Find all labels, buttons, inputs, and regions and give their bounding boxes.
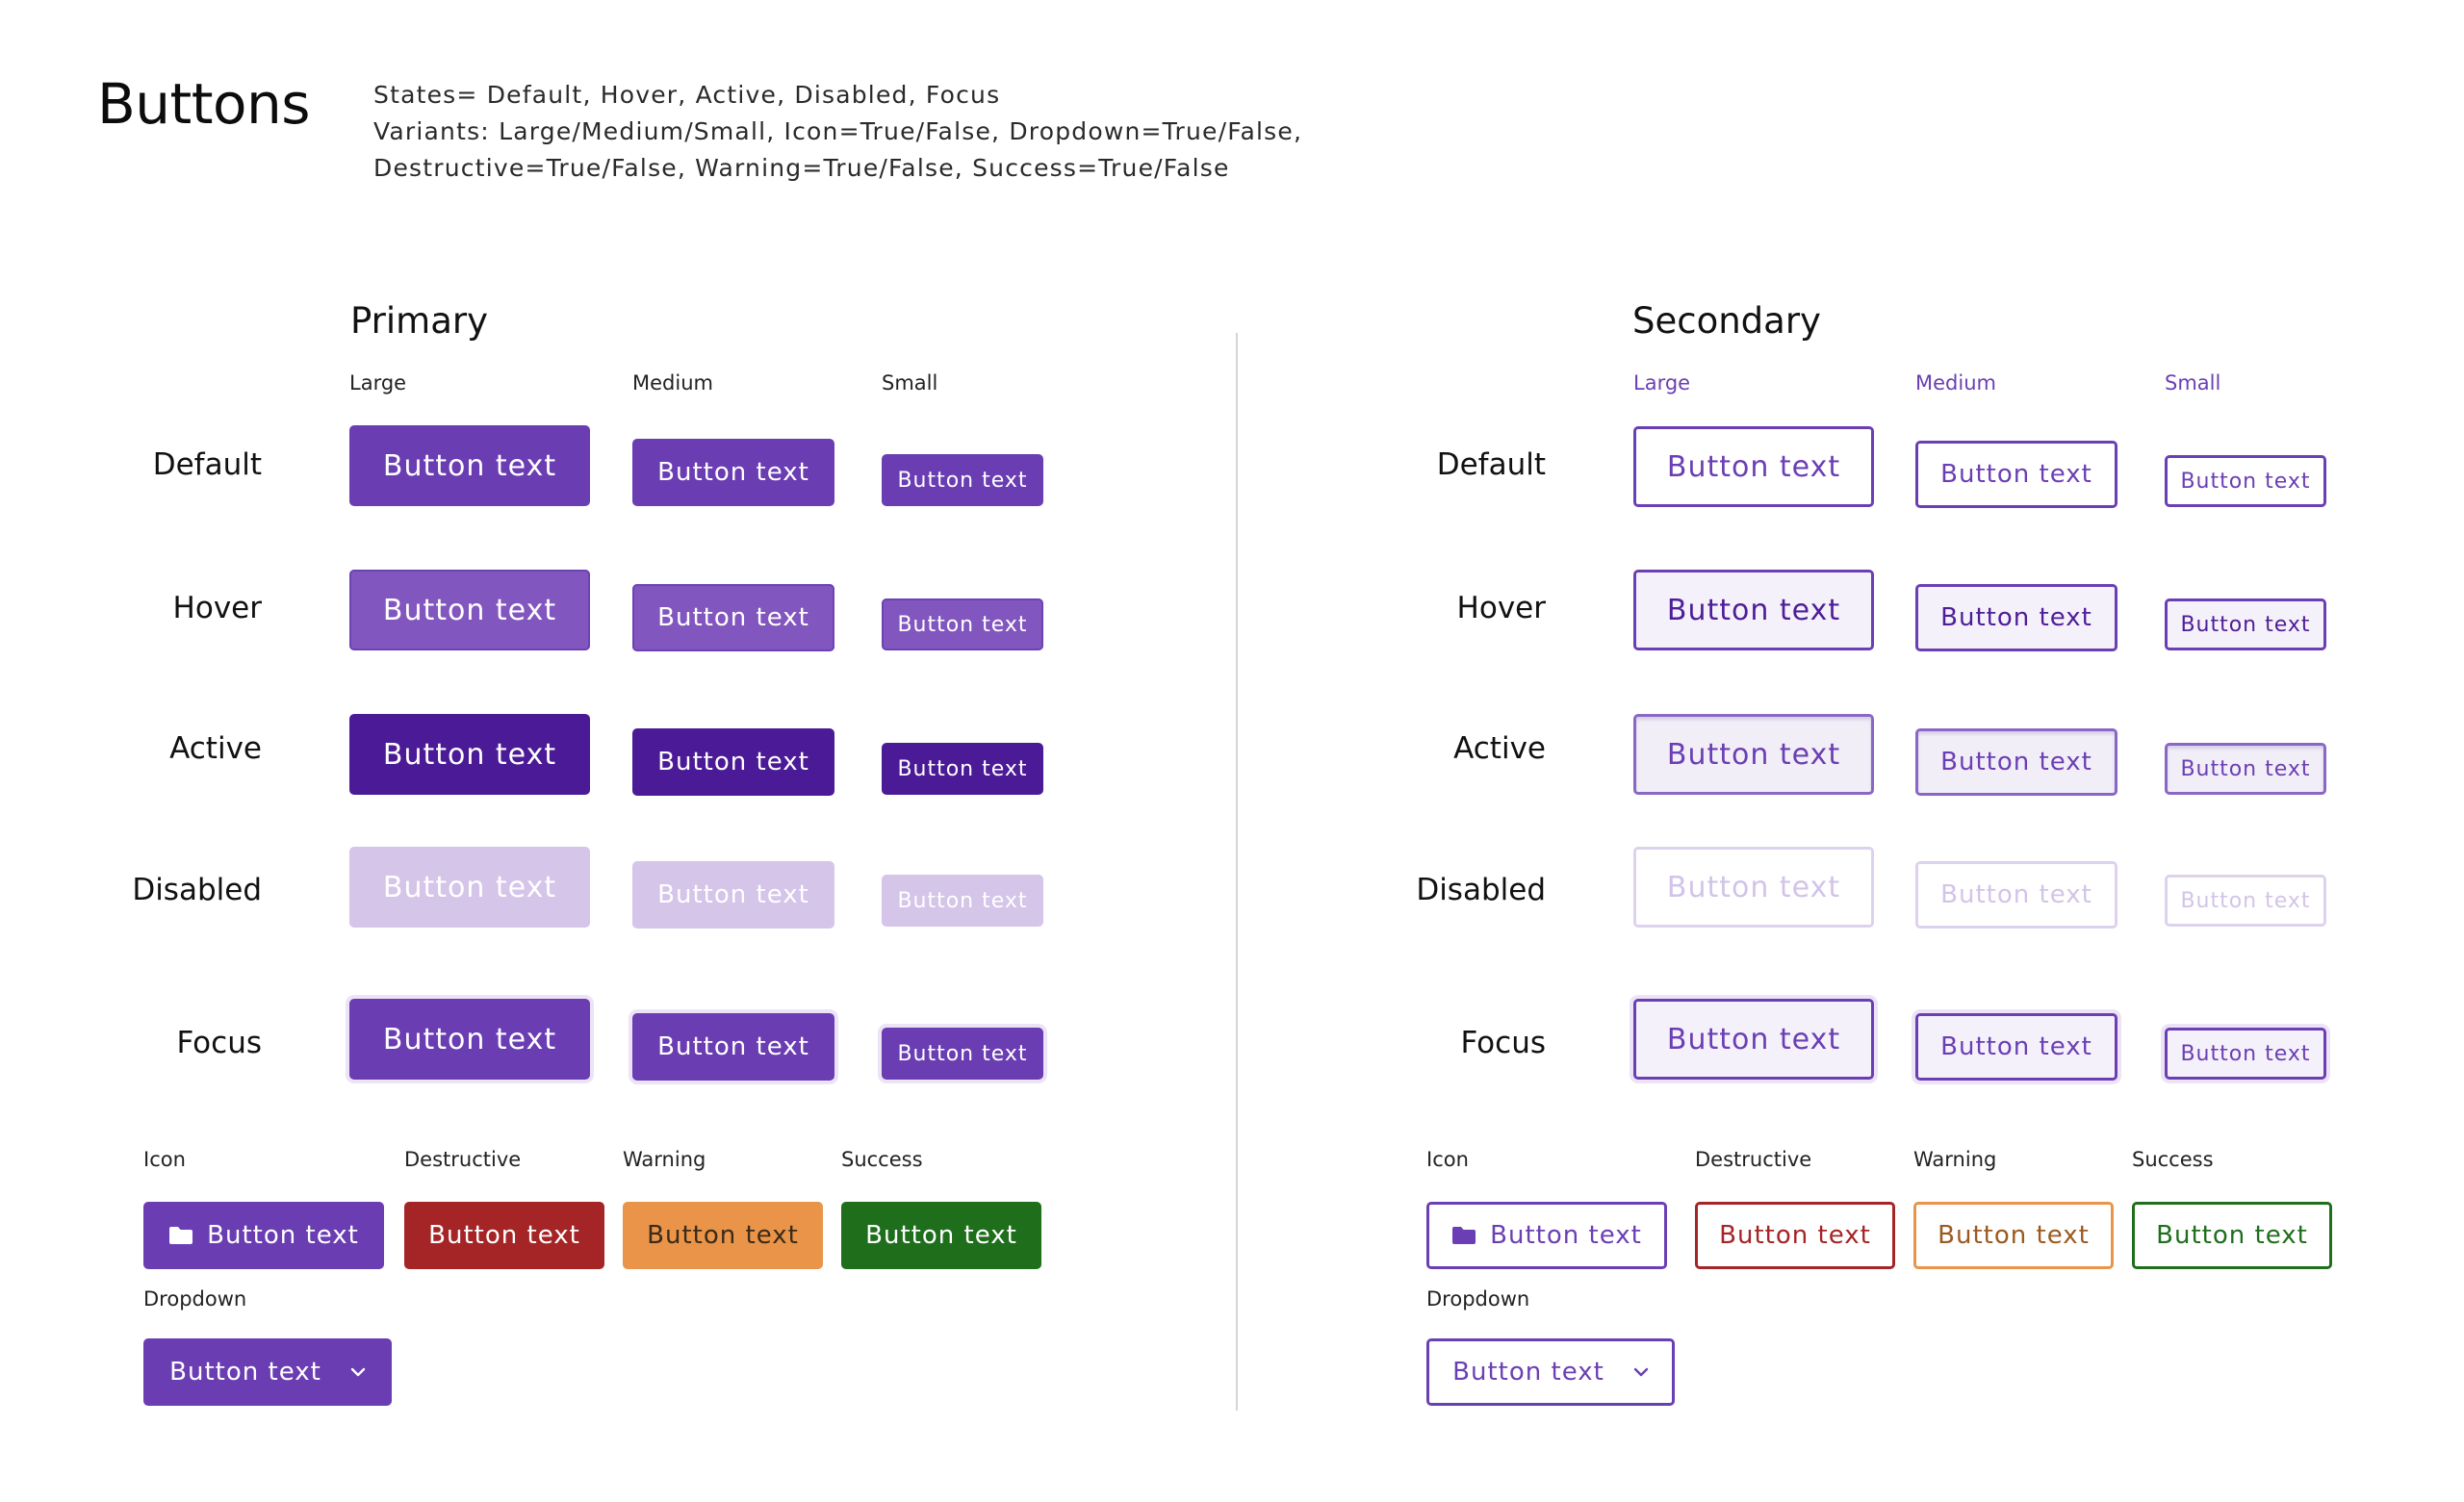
secondary-medium-default-button[interactable]: Button text bbox=[1915, 441, 2118, 508]
button-label: Button text bbox=[169, 1358, 321, 1387]
size-label-small: Small bbox=[2165, 371, 2221, 395]
primary-medium-focus-button[interactable]: Button text bbox=[632, 1013, 834, 1081]
secondary-section-title: Secondary bbox=[1632, 300, 1821, 342]
primary-icon-button[interactable]: Button text bbox=[143, 1202, 384, 1269]
primary-medium-disabled-button: Button text bbox=[632, 861, 834, 929]
button-label: Button text bbox=[1452, 1358, 1604, 1387]
primary-small-disabled-button: Button text bbox=[882, 875, 1043, 927]
secondary-small-focus-button[interactable]: Button text bbox=[2165, 1028, 2326, 1080]
chevron-down-icon bbox=[1633, 1367, 1649, 1377]
variant-label-warning: Warning bbox=[623, 1148, 706, 1171]
description-line: States= Default, Hover, Active, Disabled… bbox=[373, 81, 1001, 109]
variant-label-warning: Warning bbox=[1913, 1148, 1997, 1171]
size-label-medium: Medium bbox=[1915, 371, 1996, 395]
primary-success-button[interactable]: Button text bbox=[841, 1202, 1041, 1269]
size-label-medium: Medium bbox=[632, 371, 713, 395]
state-label-hover: Hover bbox=[1456, 591, 1546, 625]
state-label-active: Active bbox=[1453, 731, 1546, 766]
button-label: Button text bbox=[207, 1221, 359, 1250]
primary-section-title: Primary bbox=[350, 300, 488, 342]
state-label-active: Active bbox=[169, 731, 262, 766]
secondary-large-hover-button[interactable]: Button text bbox=[1633, 570, 1874, 650]
primary-dropdown-button[interactable]: Button text bbox=[143, 1338, 392, 1406]
description-line: Variants: Large/Medium/Small, Icon=True/… bbox=[373, 117, 1303, 145]
variant-label-icon: Icon bbox=[143, 1148, 186, 1171]
state-label-hover: Hover bbox=[172, 591, 262, 625]
state-label-disabled: Disabled bbox=[1416, 873, 1546, 907]
primary-large-disabled-button: Button text bbox=[349, 847, 590, 928]
folder-icon bbox=[1451, 1226, 1476, 1245]
secondary-dropdown-button[interactable]: Button text bbox=[1426, 1338, 1675, 1406]
primary-medium-active-button[interactable]: Button text bbox=[632, 728, 834, 796]
variant-label-destructive: Destructive bbox=[1695, 1148, 1812, 1171]
secondary-large-default-button[interactable]: Button text bbox=[1633, 426, 1874, 507]
secondary-destructive-button[interactable]: Button text bbox=[1695, 1202, 1895, 1269]
secondary-small-active-button[interactable]: Button text bbox=[2165, 743, 2326, 795]
folder-icon bbox=[168, 1226, 193, 1245]
secondary-small-default-button[interactable]: Button text bbox=[2165, 455, 2326, 507]
state-label-focus: Focus bbox=[1460, 1026, 1546, 1060]
secondary-large-focus-button[interactable]: Button text bbox=[1633, 999, 1874, 1080]
state-label-focus: Focus bbox=[176, 1026, 262, 1060]
secondary-icon-button[interactable]: Button text bbox=[1426, 1202, 1667, 1269]
secondary-medium-hover-button[interactable]: Button text bbox=[1915, 584, 2118, 651]
state-label-default: Default bbox=[152, 447, 262, 482]
secondary-warning-button[interactable]: Button text bbox=[1913, 1202, 2114, 1269]
primary-small-active-button[interactable]: Button text bbox=[882, 743, 1043, 795]
secondary-medium-disabled-button: Button text bbox=[1915, 861, 2118, 929]
variant-label-dropdown: Dropdown bbox=[1426, 1287, 1530, 1311]
primary-warning-button[interactable]: Button text bbox=[623, 1202, 823, 1269]
variant-label-success: Success bbox=[841, 1148, 923, 1171]
button-label: Button text bbox=[1490, 1221, 1642, 1250]
primary-large-default-button[interactable]: Button text bbox=[349, 425, 590, 506]
secondary-medium-active-button[interactable]: Button text bbox=[1915, 728, 2118, 796]
primary-small-default-button[interactable]: Button text bbox=[882, 454, 1043, 506]
state-label-disabled: Disabled bbox=[132, 873, 262, 907]
primary-destructive-button[interactable]: Button text bbox=[404, 1202, 604, 1269]
page-description: States= Default, Hover, Active, Disabled… bbox=[373, 77, 1302, 187]
secondary-small-hover-button[interactable]: Button text bbox=[2165, 598, 2326, 650]
secondary-large-disabled-button: Button text bbox=[1633, 847, 1874, 928]
variant-label-icon: Icon bbox=[1426, 1148, 1469, 1171]
primary-small-hover-button[interactable]: Button text bbox=[882, 598, 1043, 650]
variant-label-dropdown: Dropdown bbox=[143, 1287, 247, 1311]
state-label-default: Default bbox=[1436, 447, 1546, 482]
size-label-small: Small bbox=[882, 371, 938, 395]
page-title: Buttons bbox=[97, 71, 311, 137]
size-label-large: Large bbox=[349, 371, 407, 395]
chevron-down-icon bbox=[350, 1367, 366, 1377]
primary-large-active-button[interactable]: Button text bbox=[349, 714, 590, 795]
secondary-large-active-button[interactable]: Button text bbox=[1633, 714, 1874, 795]
variant-label-destructive: Destructive bbox=[404, 1148, 522, 1171]
secondary-success-button[interactable]: Button text bbox=[2132, 1202, 2332, 1269]
secondary-small-disabled-button: Button text bbox=[2165, 875, 2326, 927]
secondary-medium-focus-button[interactable]: Button text bbox=[1915, 1013, 2118, 1081]
primary-medium-default-button[interactable]: Button text bbox=[632, 439, 834, 506]
description-line: Destructive=True/False, Warning=True/Fal… bbox=[373, 154, 1230, 182]
primary-medium-hover-button[interactable]: Button text bbox=[632, 584, 834, 651]
primary-large-hover-button[interactable]: Button text bbox=[349, 570, 590, 650]
variant-label-success: Success bbox=[2132, 1148, 2214, 1171]
primary-small-focus-button[interactable]: Button text bbox=[882, 1028, 1043, 1080]
section-divider bbox=[1236, 333, 1238, 1411]
primary-large-focus-button[interactable]: Button text bbox=[349, 999, 590, 1080]
size-label-large: Large bbox=[1633, 371, 1691, 395]
